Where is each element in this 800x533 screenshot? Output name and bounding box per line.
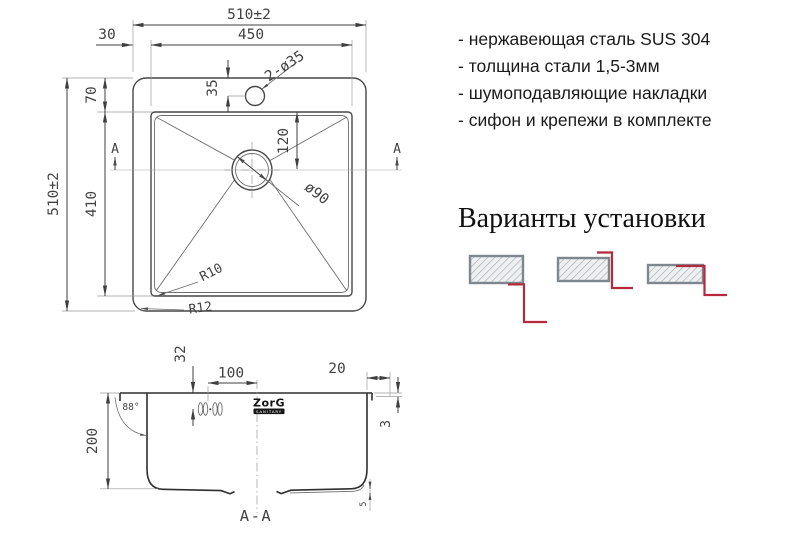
dim-total-width: 510±2 [132, 7, 367, 72]
install-option-flushmount [556, 251, 633, 290]
spec-list: - нержавеющая сталь SUS 304 - толщина ст… [458, 26, 788, 134]
dim-wall-angle: 88° [114, 397, 147, 436]
brand-logo: ZorG SANITARY [253, 397, 285, 415]
dim-drain-offset-label: 120 [276, 128, 292, 154]
dim-total-height-label: 510±2 [46, 172, 62, 216]
brand-logo-subtext: SANITARY [256, 409, 282, 414]
spec-item-sound-pads: - шумоподавляющие накладки [458, 83, 708, 103]
dim-bottom-channel-label: 5 [359, 501, 369, 506]
dim-radii: R10 R12 [140, 261, 226, 318]
section-marker-left: A [111, 142, 119, 157]
flushmount-sink-rim-line [597, 251, 633, 290]
dim-depth-label: 200 [85, 428, 101, 454]
dim-drain-center-offset-label: 100 [218, 366, 244, 382]
dim-rim-width: 20 [328, 361, 391, 396]
faucet-collars-section [197, 402, 223, 416]
overmount-sink-rim-line [676, 264, 727, 297]
dim-drain-center-offset: 100 [207, 366, 258, 402]
dim-outer-radius-label: R12 [188, 299, 213, 317]
dim-bowl-height-label: 410 [84, 191, 100, 217]
dim-bowl-width-label: 450 [238, 27, 264, 43]
dim-drain-offset: 120 [276, 111, 300, 170]
spec-item-included: - сифон и крепежи в комплекте [458, 110, 712, 130]
dim-bottom-channel: 5 [359, 479, 372, 511]
faucet-holes-label: 2-ø35 [262, 48, 307, 85]
dim-edge-offset-label: 30 [98, 27, 115, 43]
sink-section-profile [119, 380, 373, 513]
install-option-undermount [468, 254, 547, 324]
dim-faucet-hole: 35 2-ø35 [205, 48, 307, 112]
dim-rim-width-label: 20 [328, 361, 345, 377]
dim-inner-radius-label: R10 [198, 261, 226, 285]
dim-bowl-width: 450 [150, 27, 353, 106]
installation-title: Варианты установки [458, 203, 706, 234]
faucet-hole [244, 85, 266, 107]
dim-edge-offset: 30 [96, 27, 133, 48]
dim-wall-angle-label: 88° [122, 402, 139, 413]
sink-section-view-drawing: ZorG SANITARY 200 88° 32 100 [85, 345, 402, 525]
dim-left-column: 510±2 70 410 [46, 77, 153, 312]
dim-top-margin-label: 70 [84, 86, 100, 103]
dim-hole-depth: 32 [173, 345, 196, 426]
dim-hole-offset-label: 35 [205, 79, 221, 96]
section-marker-right: A [393, 142, 401, 157]
brand-logo-text: ZorG [253, 397, 285, 410]
dim-rim-thickness-label: 3 [379, 420, 394, 428]
sink-top-view-drawing: A A 510±2 450 30 35 2-ø [46, 7, 402, 318]
sink-outline-top [132, 77, 367, 312]
undermount-sink-rim-line [508, 283, 547, 324]
dim-total-width-label: 510±2 [227, 7, 271, 23]
install-option-overmount [646, 263, 727, 297]
spec-item-material: - нержавеющая сталь SUS 304 [458, 29, 711, 49]
section-view-label: A-A [240, 507, 273, 525]
dim-rim-thickness: 3 [374, 377, 402, 428]
dim-hole-depth-label: 32 [173, 345, 189, 362]
section-cut-line: A A [110, 142, 402, 171]
dim-drain-diameter-label: ø90 [301, 179, 331, 208]
spec-item-thickness: - толщина стали 1,5-3мм [458, 56, 660, 76]
installation-options-diagram [468, 251, 727, 324]
dim-depth: 200 [85, 392, 158, 490]
